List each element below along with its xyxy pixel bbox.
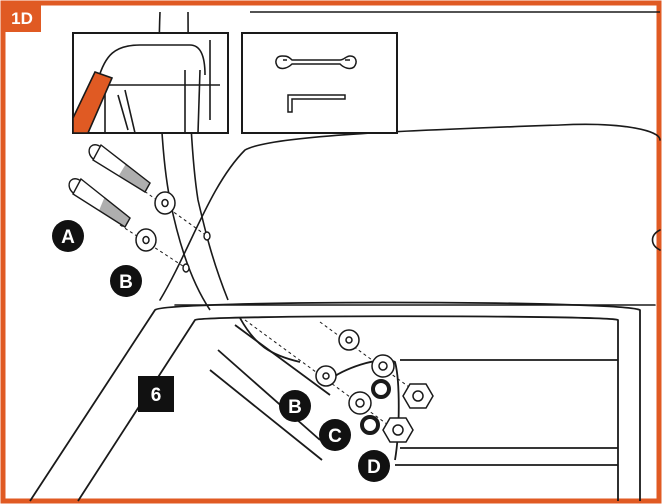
wrench-icon xyxy=(275,55,357,70)
label-b-lower: B xyxy=(279,390,311,422)
detail-inset xyxy=(72,32,229,134)
lock-washers xyxy=(360,379,391,435)
svg-text:6: 6 xyxy=(151,385,162,406)
svg-text:D: D xyxy=(367,457,381,478)
washer-upper xyxy=(135,191,176,252)
label-d: D xyxy=(358,450,390,482)
svg-text:B: B xyxy=(119,272,133,293)
svg-text:C: C xyxy=(328,426,342,447)
label-b-upper: B xyxy=(110,265,142,297)
tools-inset xyxy=(241,32,398,134)
bolt-upper xyxy=(88,143,151,194)
label-a: A xyxy=(52,220,84,252)
bolt-lower xyxy=(68,177,131,229)
bench-seat xyxy=(159,123,661,306)
svg-text:A: A xyxy=(61,227,75,248)
alignment-lines xyxy=(119,187,421,431)
svg-text:B: B xyxy=(288,397,302,418)
lower-hardware xyxy=(315,329,395,415)
label-part-6: 6 xyxy=(138,376,174,412)
step-badge-text: 1D xyxy=(11,9,33,28)
frame-part-6 xyxy=(29,301,641,502)
hex-nuts xyxy=(382,383,434,443)
highlighted-frame-part xyxy=(72,71,114,134)
label-c: C xyxy=(319,419,351,451)
allen-key-icon xyxy=(287,94,346,113)
tube-holes xyxy=(182,231,211,273)
step-badge: 1D xyxy=(3,3,41,32)
